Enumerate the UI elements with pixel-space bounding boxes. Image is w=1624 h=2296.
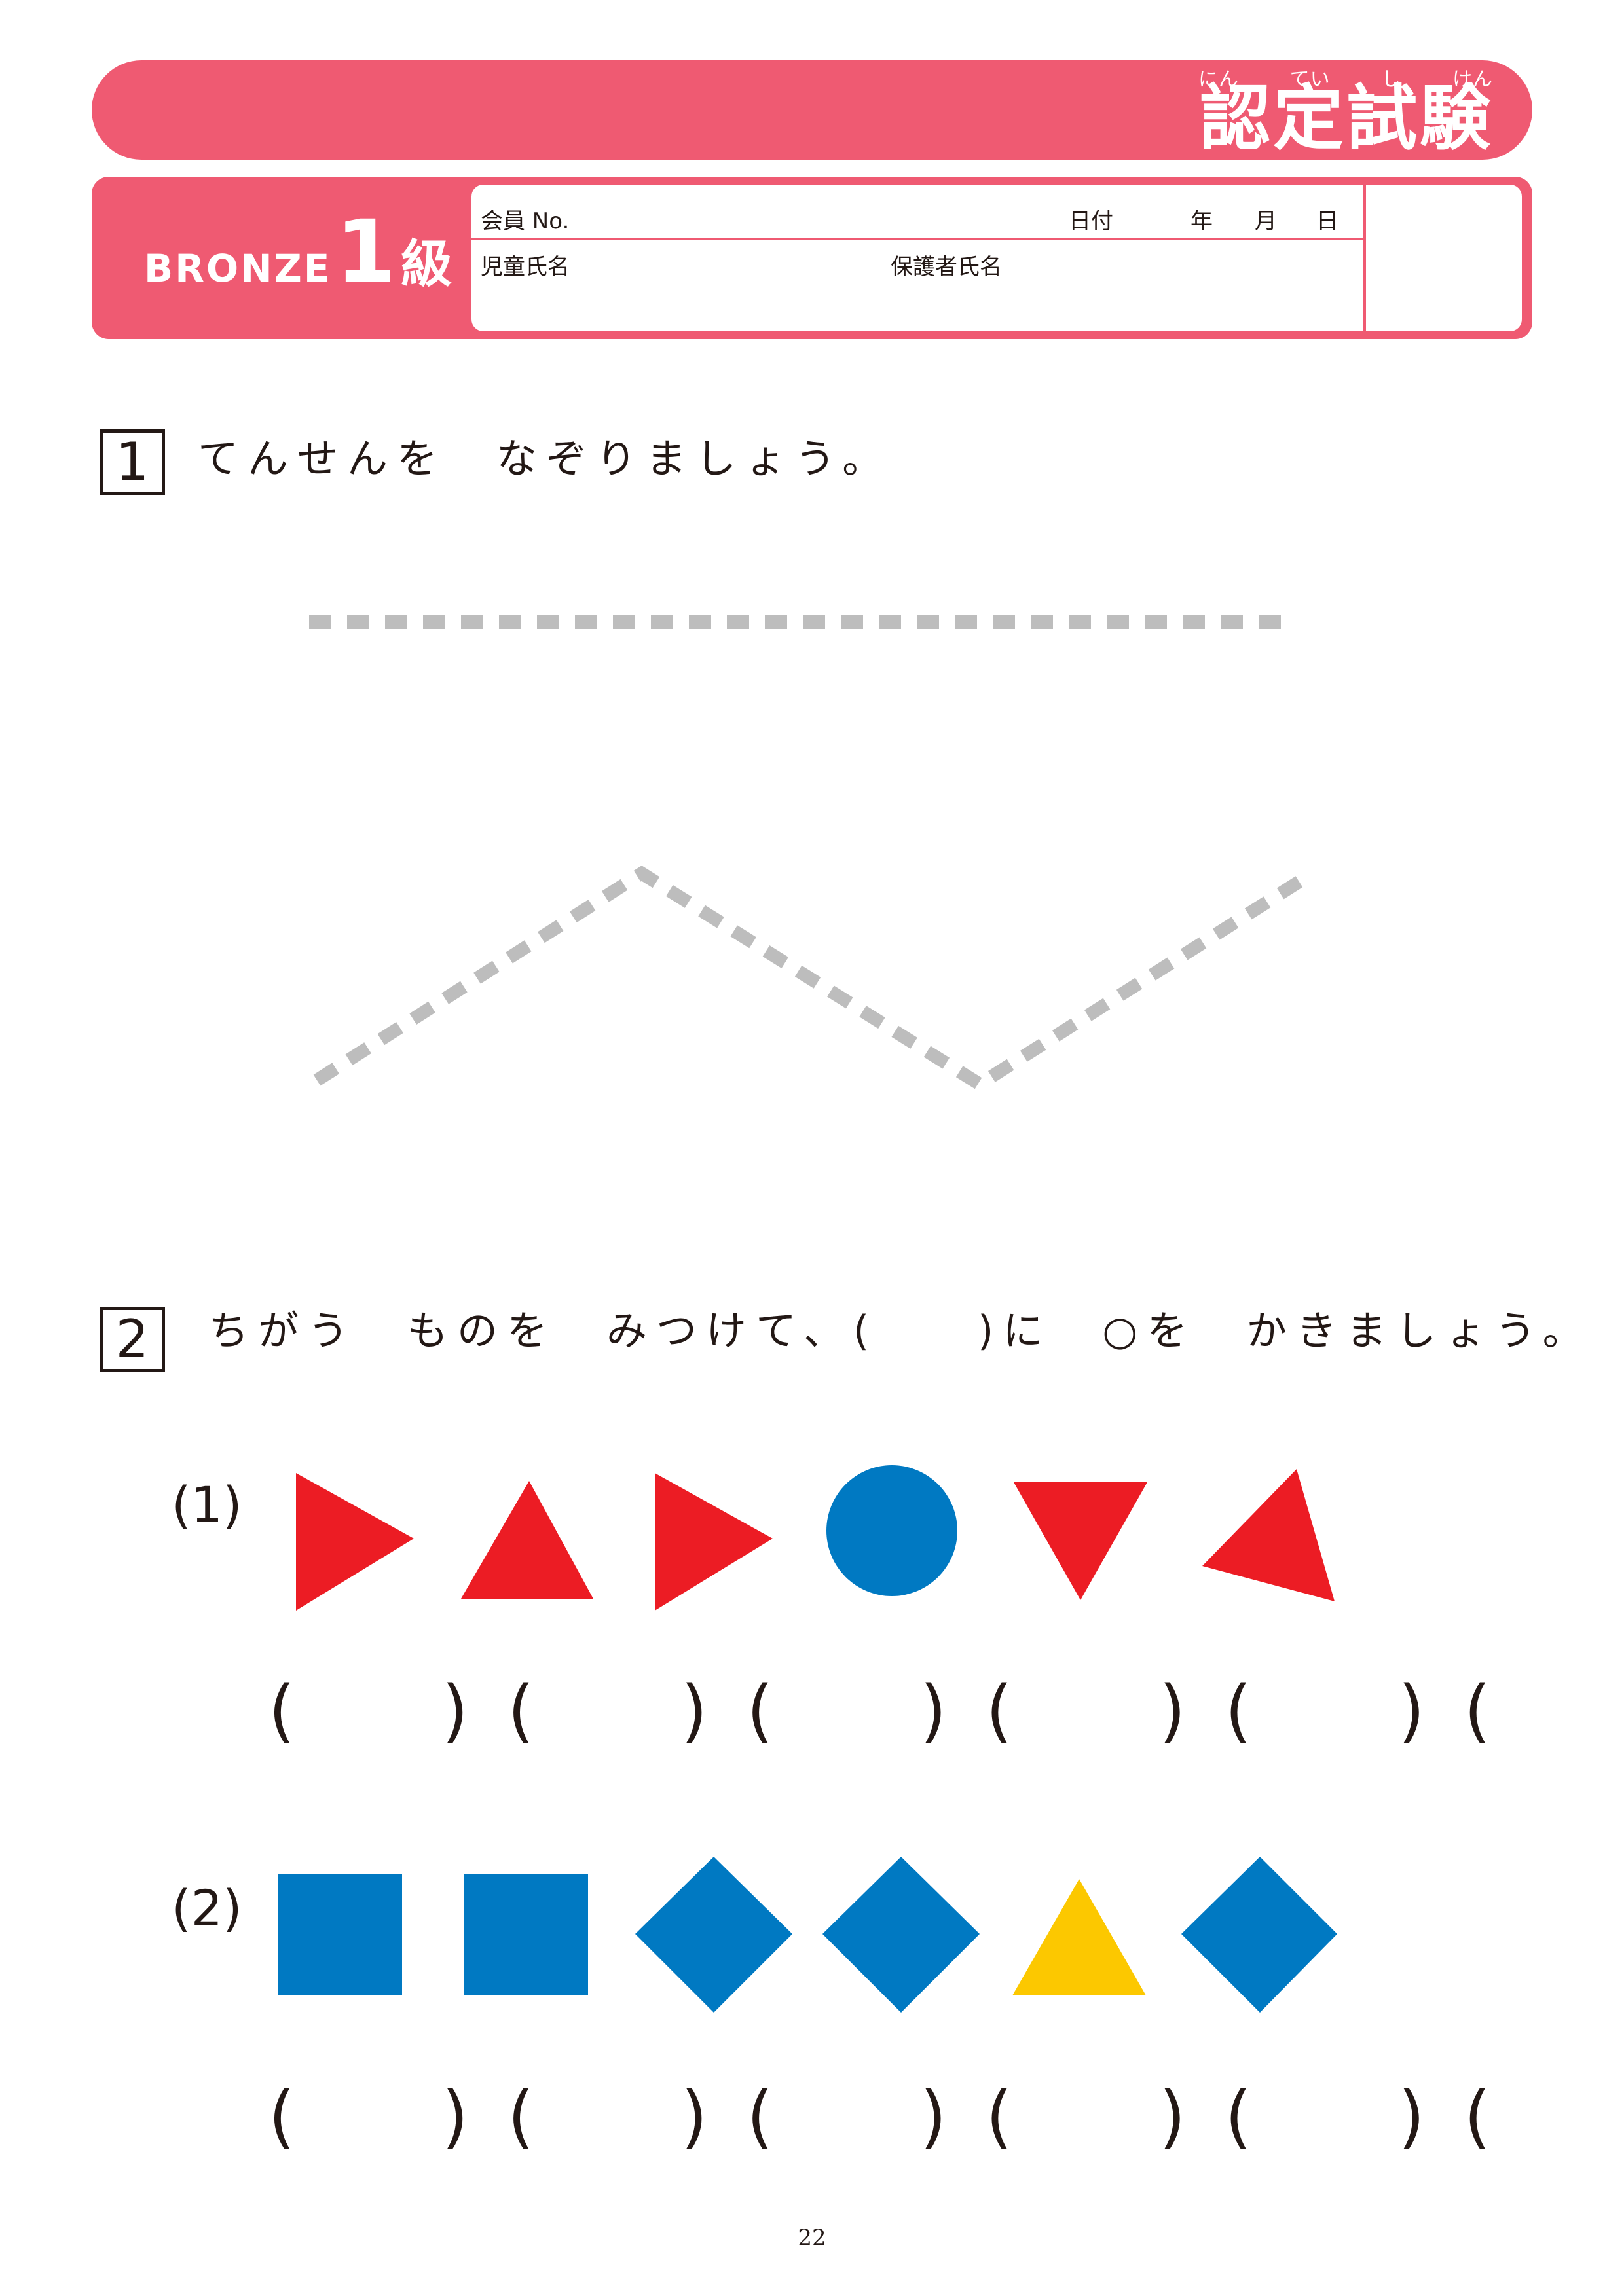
question-2-text: ちがう ものを みつけて、( )に ○を かきましょう。 (208, 1307, 1593, 1355)
child-name-label: 児童氏名 (481, 254, 570, 280)
guardian-name-label: 保護者氏名 (891, 254, 1002, 280)
ruby-shi: し (1381, 68, 1402, 91)
exam-info-panel: BRONZE 1 級 会員 No. 日付 年 月 日 児童氏名 保護者氏名 (92, 177, 1532, 339)
day-label: 日 (1316, 208, 1338, 234)
info-form: 会員 No. 日付 年 月 日 児童氏名 保護者氏名 (471, 185, 1522, 331)
shape-2-6-diamond (1181, 1857, 1337, 2013)
item-1-answer-slots[interactable]: ( )( )( )( )( )( ) (268, 1671, 1624, 1751)
shape-1-6-triangle-tilted (1202, 1469, 1335, 1601)
shape-1-5-triangle-down (1014, 1482, 1147, 1600)
item-1-label: (1) (172, 1476, 242, 1534)
shape-2-2-square (464, 1874, 588, 1995)
page-title: 認定試験 (1199, 78, 1493, 160)
shape-1-1-triangle-right (296, 1473, 414, 1611)
item-2-label: (2) (172, 1879, 242, 1937)
level-label: BRONZE 1 級 (144, 202, 452, 302)
title-ruby: にん てい し けん (1198, 63, 1493, 92)
shape-2-4-diamond (822, 1857, 980, 2013)
month-label: 月 (1255, 208, 1277, 234)
member-no-label: 会員 No. (481, 208, 570, 234)
shape-1-4-circle (826, 1465, 957, 1596)
level-prefix: BRONZE (144, 246, 332, 291)
info-row-member (471, 185, 1363, 240)
date-label: 日付 (1069, 208, 1113, 234)
info-divider (1363, 185, 1366, 331)
level-suffix: 級 (401, 235, 452, 294)
shape-1-3-triangle-right (655, 1473, 773, 1611)
shape-2-5-triangle-up (1012, 1879, 1146, 1995)
year-label: 年 (1190, 208, 1213, 234)
ruby-ken: けん (1452, 68, 1493, 91)
question-1-number: 1 (100, 429, 165, 495)
shape-1-2-triangle-up (461, 1481, 593, 1599)
ruby-tei: てい (1289, 68, 1331, 91)
item-2-answer-slots[interactable]: ( )( )( )( )( )( ) (268, 2077, 1624, 2157)
title-banner: にん てい し けん 認定試験 (92, 60, 1532, 160)
page-number: 22 (798, 2225, 826, 2251)
level-number: 1 (335, 202, 396, 302)
question-2-number: 2 (100, 1307, 165, 1372)
trace-line-zigzag (313, 866, 1316, 1092)
question-1-text: てんせんを なぞりましょう。 (198, 435, 893, 483)
ruby-nin: にん (1198, 68, 1239, 91)
shape-2-3-diamond (635, 1857, 792, 2013)
shape-2-1-square (278, 1874, 402, 1995)
